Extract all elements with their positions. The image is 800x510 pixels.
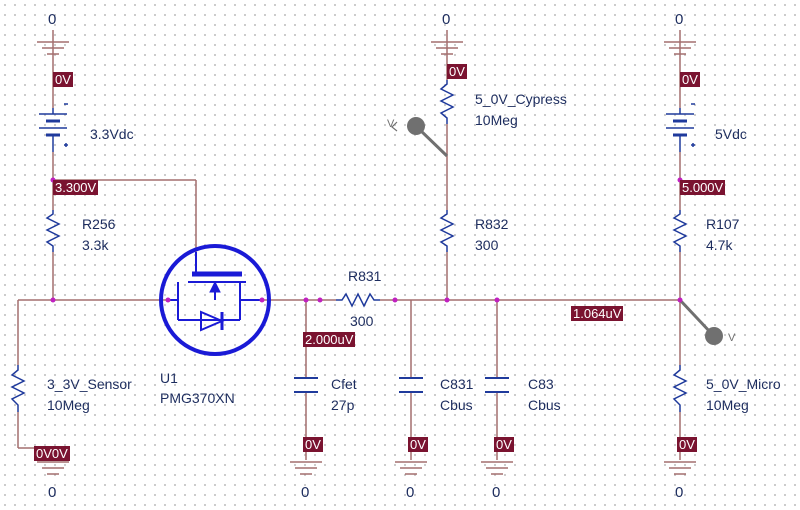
r107-name: R107 (706, 216, 740, 232)
source-3v3-value: 3.3Vdc (90, 126, 134, 142)
r-sensor-value: 10Meg (47, 397, 90, 413)
ground-label-top-left: 0 (48, 11, 57, 28)
voltage-marker-sensor-bottom: 0V0V (34, 446, 70, 461)
r-sensor-name: 3_3V_Sensor (47, 376, 132, 392)
voltage-marker-top-left: 0V (53, 72, 73, 87)
capacitor-c831-symbol[interactable] (399, 377, 423, 393)
c83-name: C83 (528, 376, 554, 392)
probe-left-label: V (387, 118, 395, 130)
resistor-r107-symbol[interactable] (672, 210, 688, 252)
resistor-r831-symbol[interactable] (336, 292, 380, 308)
r-micro-value: 10Meg (706, 397, 749, 413)
r256-value: 3.3k (82, 237, 109, 253)
resistor-cypress-symbol[interactable] (439, 80, 455, 124)
voltage-marker-cfet-bottom: 0V (303, 437, 323, 452)
r-cypress-name: 5_0V_Cypress (475, 91, 567, 107)
resistor-micro-symbol[interactable] (672, 365, 688, 412)
ground-symbol-top-left (37, 30, 69, 58)
c831-name: C831 (440, 376, 474, 392)
source-5v-value: 5Vdc (715, 126, 747, 142)
ground-label-top-right: 0 (675, 11, 684, 28)
ground-symbol-bottom-left (37, 461, 69, 475)
voltage-marker-3v3-node: 3.300V (53, 180, 99, 195)
resistor-r832-symbol[interactable] (439, 210, 455, 252)
battery-3v3-symbol[interactable] (39, 103, 68, 152)
ground-symbol-top-right (664, 30, 696, 58)
r256-name: R256 (82, 216, 116, 232)
ground-label-top-middle: 0 (442, 11, 451, 28)
ground-symbol-bottom-c83 (481, 461, 513, 475)
ground-label-bottom-right: 0 (675, 484, 684, 501)
cfet-name: Cfet (331, 376, 357, 392)
voltage-marker-top-middle: 0V (447, 64, 467, 79)
ground-label-bottom-cfet: 0 (301, 484, 310, 501)
voltage-marker-right-bottom: 0V (677, 437, 697, 452)
voltage-marker-cfet-node: 2.000uV (303, 332, 356, 347)
mosfet-u1-symbol[interactable] (159, 244, 271, 356)
battery-5v-symbol[interactable] (666, 103, 695, 152)
r-micro-name: 5_0V_Micro (706, 376, 781, 392)
voltage-marker-top-right: 0V (680, 72, 700, 87)
ground-symbol-top-middle (431, 30, 463, 58)
c83-value: Cbus (528, 397, 561, 413)
capacitor-cfet-symbol[interactable] (294, 377, 318, 393)
capacitor-c83-symbol[interactable] (485, 377, 509, 393)
u1-part: PMG370XN (160, 390, 235, 406)
ground-label-bottom-c83: 0 (492, 484, 501, 501)
voltage-marker-bus-node: 1.064uV (571, 306, 624, 321)
r831-name: R831 (348, 268, 382, 284)
probe-right-label: V (728, 332, 736, 344)
voltage-probe-left[interactable] (391, 117, 449, 158)
voltage-marker-5v-node: 5.000V (680, 180, 726, 195)
cfet-value: 27p (331, 397, 355, 413)
ground-symbol-bottom-cfet (290, 461, 322, 475)
ground-symbol-bottom-right (664, 461, 696, 475)
resistor-r256-symbol[interactable] (45, 210, 61, 252)
resistor-sensor-symbol[interactable] (10, 365, 26, 412)
r832-name: R832 (475, 216, 509, 232)
voltage-marker-c831-bottom: 0V (408, 437, 428, 452)
ground-label-bottom-c831: 0 (406, 484, 415, 501)
ground-symbol-bottom-c831 (395, 461, 427, 475)
c831-value: Cbus (440, 397, 473, 413)
ground-label-bottom-left: 0 (48, 484, 57, 501)
r831-value: 300 (350, 313, 374, 329)
u1-name: U1 (160, 370, 178, 386)
voltage-marker-c83-bottom: 0V (494, 437, 514, 452)
r-cypress-value: 10Meg (475, 112, 518, 128)
node-dots (50, 177, 683, 303)
r107-value: 4.7k (706, 237, 733, 253)
r832-value: 300 (475, 237, 499, 253)
voltage-probe-right[interactable] (678, 298, 723, 345)
